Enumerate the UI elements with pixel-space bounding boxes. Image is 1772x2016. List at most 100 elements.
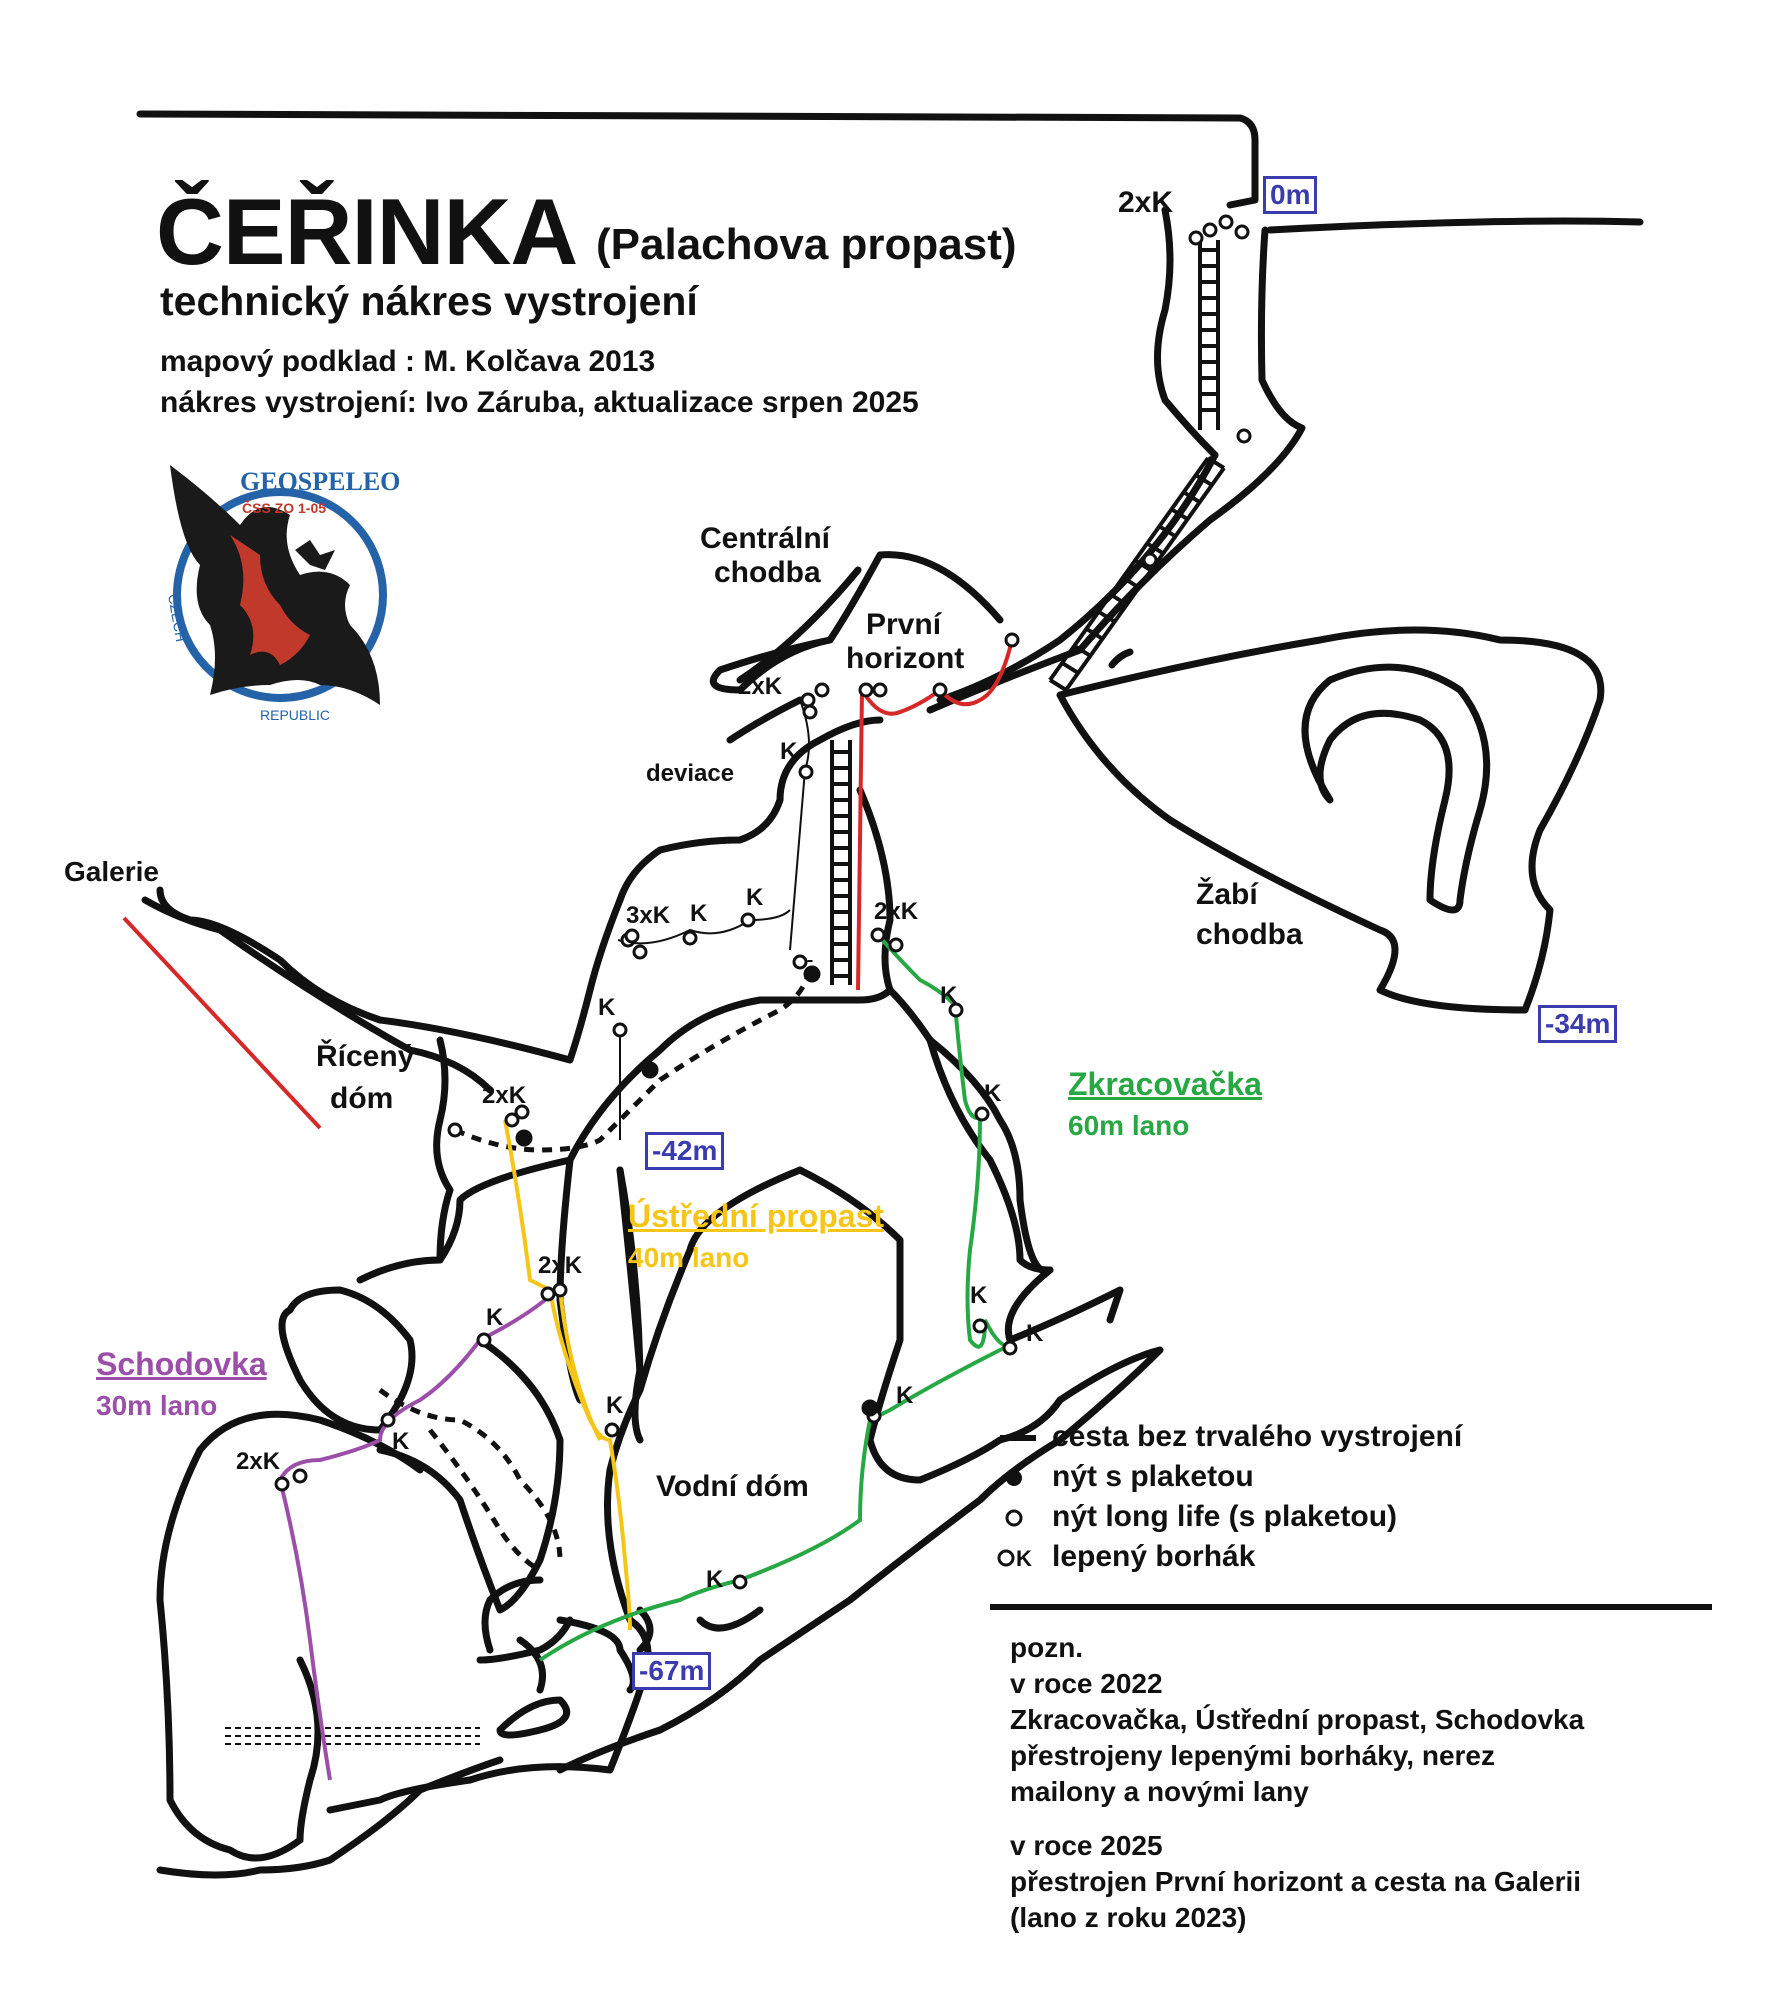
logo-text-code: ČSS ZO 1-05 — [242, 499, 326, 516]
anchor-label-sch-k1: K — [486, 1304, 504, 1331]
anchor-ring — [800, 692, 816, 708]
anchor-label-sch-2k: 2xK — [236, 1448, 281, 1475]
place-riceny-line1: Řícený — [316, 1040, 415, 1073]
ring-icon — [1005, 1509, 1023, 1527]
anchor-ring — [552, 1282, 568, 1298]
anchor-ring — [1234, 224, 1250, 240]
anchor-ring — [292, 1468, 308, 1484]
route-name-zkracovacka: Zkracovačka — [1068, 1066, 1262, 1102]
anchor-ring — [447, 1122, 463, 1138]
anchor-ring — [1188, 230, 1204, 246]
filled-dot-icon — [1006, 1470, 1022, 1486]
anchor-ring — [514, 1104, 530, 1120]
legend-label-bolt-plate: nýt s plaketou — [1052, 1460, 1254, 1493]
anchor-ring — [948, 1002, 964, 1018]
anchor-ring — [972, 1318, 988, 1334]
anchor-symbols — [274, 214, 1252, 1590]
anchor-ring — [612, 1022, 628, 1038]
anchor-dot — [641, 1061, 659, 1079]
depth-tag-0m: 0m — [1263, 176, 1318, 214]
anchor-ring — [1236, 428, 1252, 444]
ladder-rung — [1194, 473, 1213, 487]
anchor-label-sch-k2: K — [392, 1428, 410, 1455]
page-subtitle: (Palachova propast) — [596, 220, 1017, 269]
anchor-ring — [870, 927, 886, 943]
anchor-dot — [515, 1129, 533, 1147]
anchor-ring — [1004, 632, 1020, 648]
anchor-ring — [624, 928, 640, 944]
ladder-rung — [1182, 490, 1201, 504]
ladder-rung — [1061, 661, 1080, 675]
page-title: ČEŘINKA — [156, 179, 578, 284]
anchor-label-zk-2k: 2xK — [874, 898, 919, 925]
place-riceny-line2: dóm — [330, 1082, 394, 1115]
credits-map: mapový podklad : M. Kolčava 2013 — [160, 345, 656, 378]
bat-logo-icon — [170, 465, 380, 705]
anchor-label-mid-k2: K — [746, 884, 764, 911]
anchor-ring — [740, 912, 756, 928]
anchor-label-3k: 3xK — [626, 902, 671, 929]
ladder-rung — [1134, 558, 1153, 573]
route-zkracovacka — [538, 933, 1011, 1662]
ladder-rung — [1109, 592, 1128, 607]
ladder-rung — [1170, 507, 1189, 521]
anchor-label-zk-k2: K — [984, 1080, 1002, 1107]
anchor-ring — [632, 944, 648, 960]
anchor-label-zk-k6: K — [706, 1566, 724, 1593]
legend-label-glued: lepený borhák — [1052, 1540, 1256, 1573]
notes-year-2025: v roce 2025 — [1010, 1830, 1163, 1861]
anchor-ring — [814, 682, 830, 698]
place-centralni-line1: Centrální — [700, 522, 831, 555]
route-schodovka — [277, 1298, 547, 1781]
anchor-ring — [476, 1332, 492, 1348]
route-rope-schodovka: 30m lano — [96, 1390, 218, 1421]
route-rope-ustredni: 40m lano — [628, 1242, 750, 1273]
place-prvni-line1: První — [866, 608, 942, 641]
small-bat-icon — [295, 540, 335, 570]
anchor-ring — [504, 1112, 520, 1128]
ladder-rung — [1097, 609, 1116, 624]
anchor-ring — [888, 937, 904, 953]
anchor-label-zk-k5: K — [896, 1382, 914, 1409]
logo-accent-shape — [230, 535, 310, 665]
anchor-label-central-2k: 2xK — [738, 673, 783, 700]
deviation-label: deviace — [646, 760, 735, 787]
anchor-ring — [932, 682, 948, 698]
ladder-rung — [1158, 524, 1177, 539]
notes-line1: Zkracovačka, Ústřední propast, Schodovka — [1010, 1704, 1585, 1735]
ladder-rung — [1121, 575, 1140, 590]
depth-tag-42m: -42m — [645, 1132, 725, 1170]
anchor-ring — [380, 1412, 396, 1428]
anchor-ring — [682, 930, 698, 946]
ladders — [830, 240, 1226, 985]
anchor-ring — [802, 704, 818, 720]
route-rope-zkracovacka: 60m lano — [1068, 1110, 1190, 1141]
geospeleos-logo: GEOSPELEOS ČSS ZO 1-05 CZECH REPUBLIC — [165, 465, 400, 723]
route-ustredni — [503, 1119, 632, 1631]
legend-k-letter: K — [1016, 1546, 1032, 1571]
ladder-rung — [1206, 456, 1226, 470]
anchor-dot — [803, 965, 821, 983]
anchor-ring — [1002, 1340, 1018, 1356]
anchor-label-zk-k1: K — [940, 982, 958, 1009]
place-centralni-line2: chodba — [714, 556, 821, 589]
place-vodni-dom: Vodní dóm — [656, 1470, 809, 1503]
notes-year-2022: v roce 2022 — [1010, 1668, 1163, 1699]
anchor-ring — [604, 1422, 620, 1438]
notes-heading: pozn. — [1010, 1632, 1084, 1663]
anchor-ring — [974, 1106, 990, 1122]
ladder-rung — [1085, 627, 1104, 641]
anchor-ring — [1218, 214, 1234, 230]
anchor-ring — [540, 1286, 556, 1302]
notes-line4: přestrojen První horizont a cesta na Gal… — [1010, 1866, 1582, 1897]
ladder-rung — [1073, 644, 1092, 658]
notes-line2: přestrojeny lepenými borháky, nerez — [1010, 1740, 1495, 1771]
ladder-rung — [1146, 541, 1165, 556]
place-prvni-line2: horizont — [846, 642, 965, 675]
place-zabi-line2: chodba — [1196, 918, 1303, 951]
place-galerie: Galerie — [64, 856, 159, 887]
logo-text-left: CZECH — [165, 593, 189, 643]
place-zabi-line1: Žabí — [1196, 878, 1258, 911]
